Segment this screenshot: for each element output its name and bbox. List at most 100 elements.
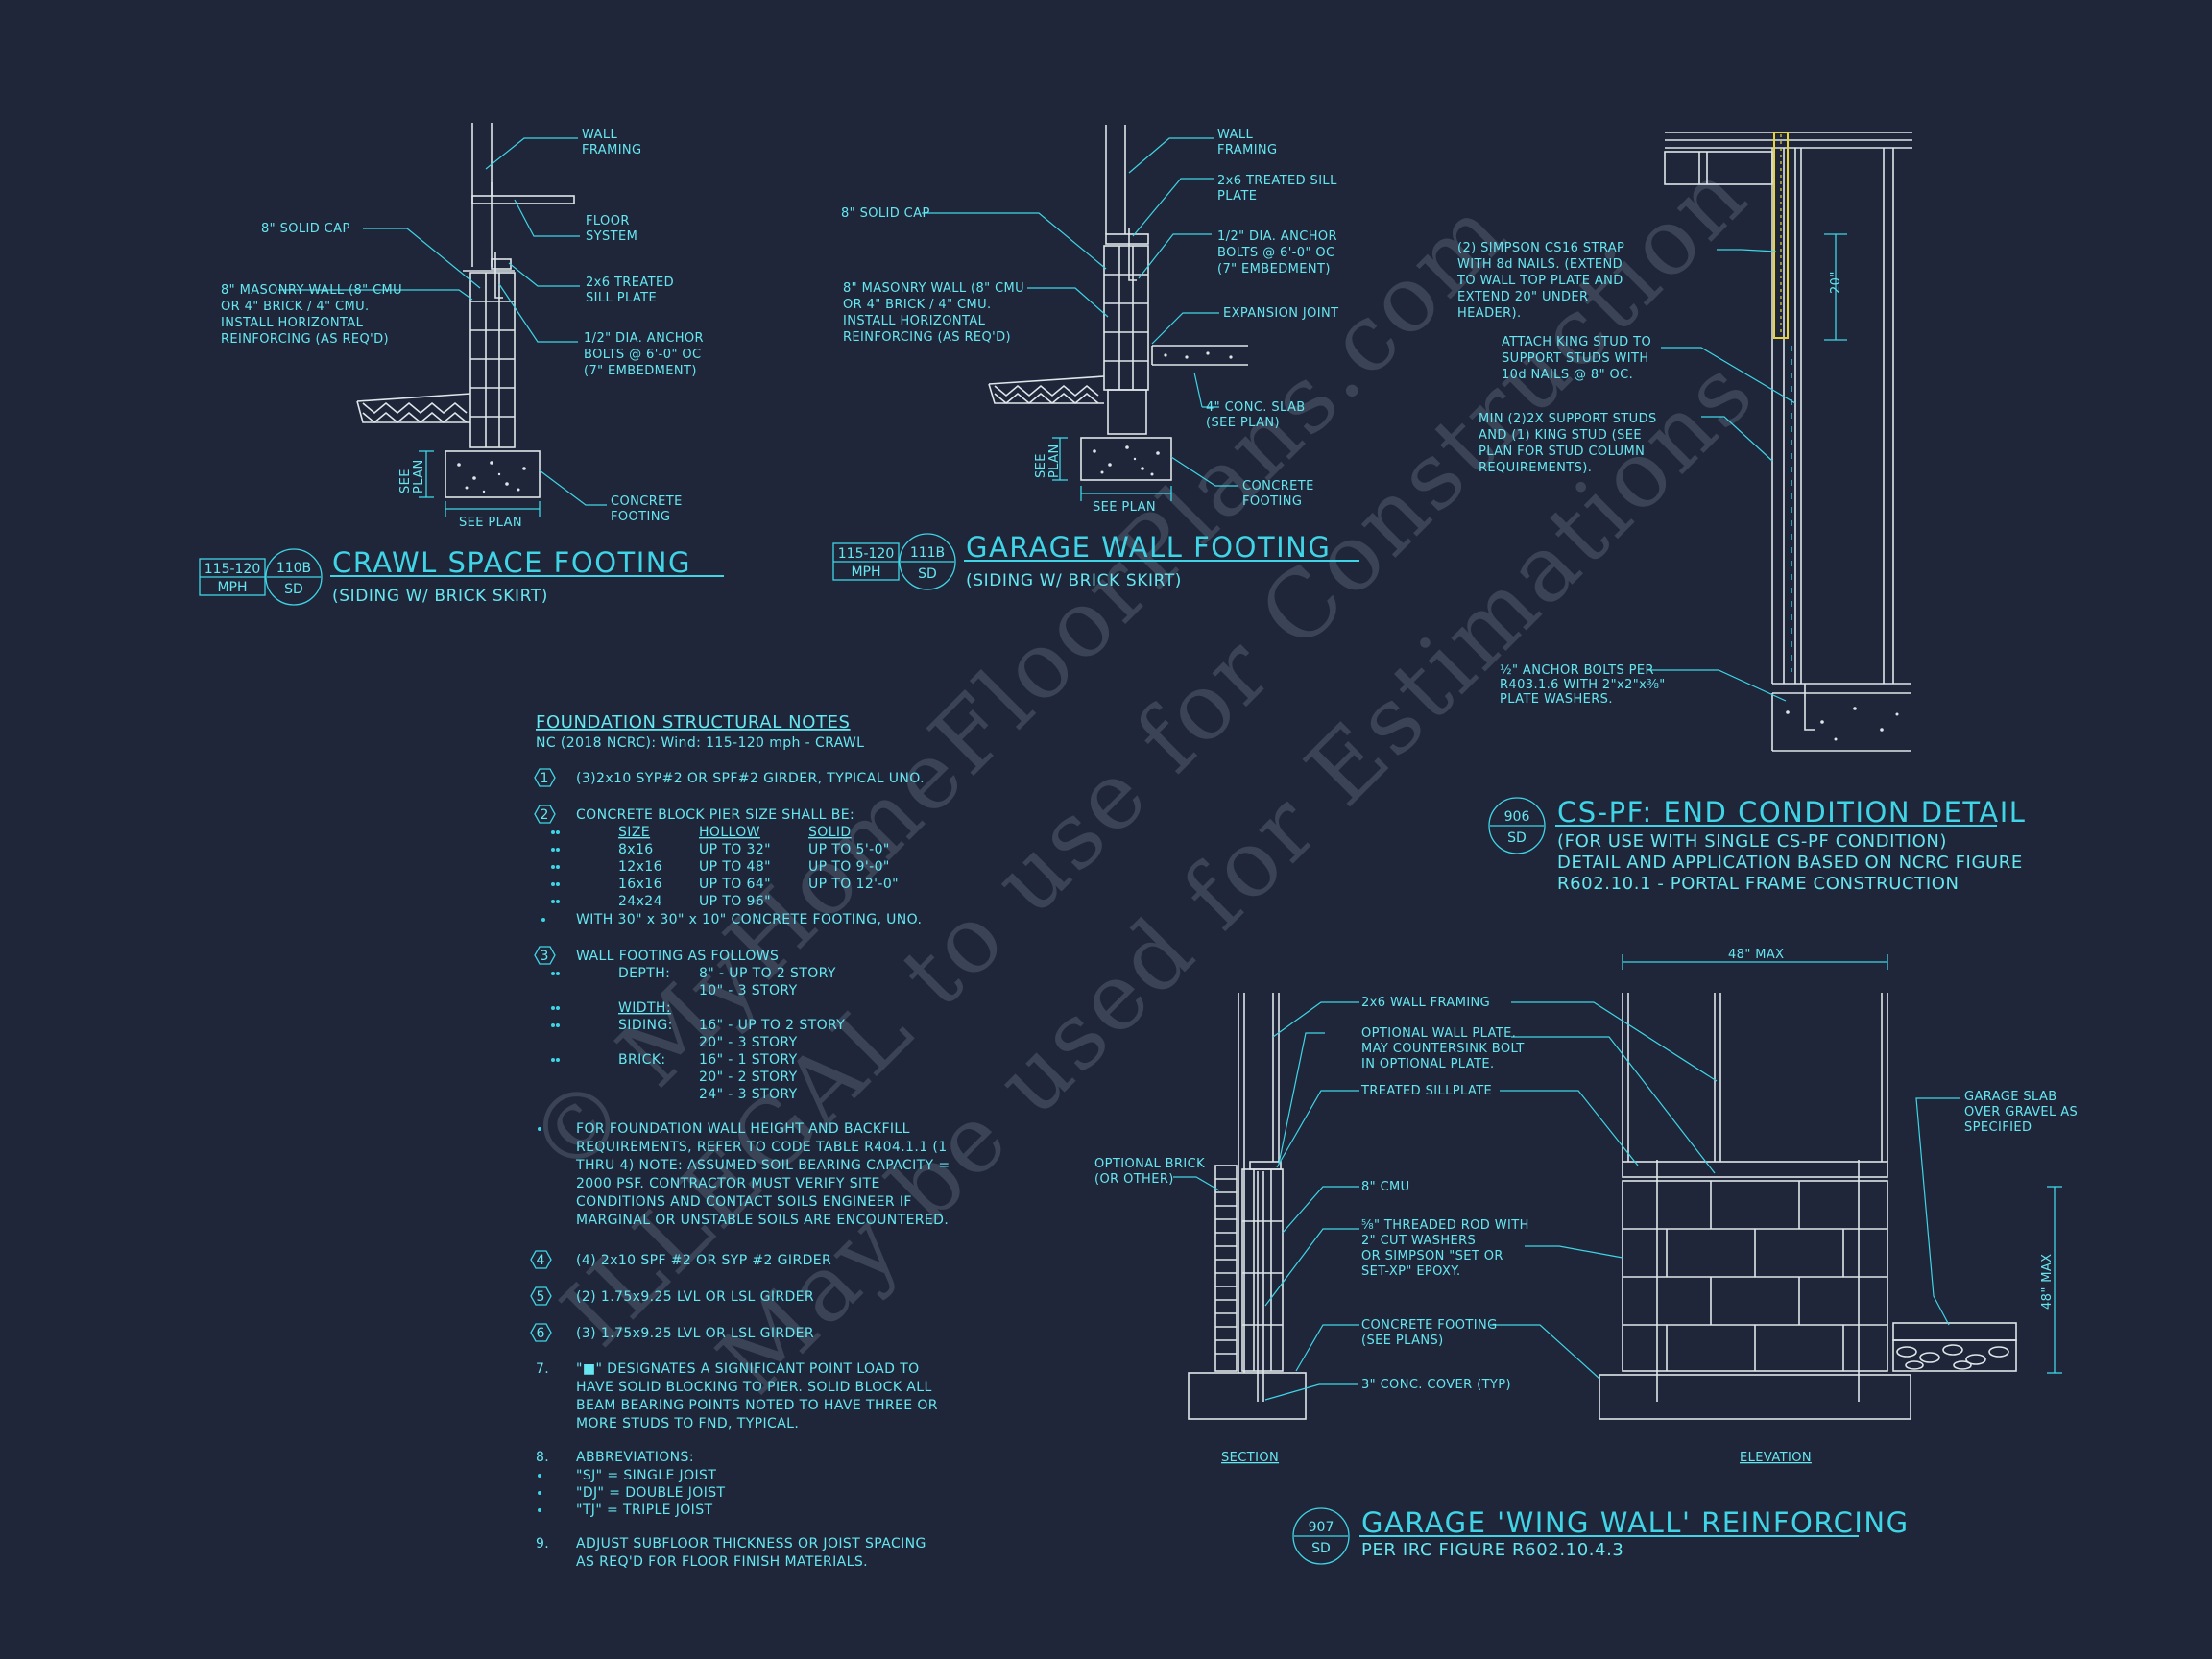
garage-expansion-joint-callout: EXPANSION JOINT	[1223, 306, 1339, 321]
wing-cmu-callout: 8" CMU	[1361, 1180, 1410, 1194]
garage-wind-top: 115-120	[838, 546, 895, 562]
crawl-treated-plate-callout: 2x6 TREATED	[586, 276, 674, 290]
pier-row-4-size: 24x24	[618, 894, 662, 909]
note-number-7: 7.	[536, 1361, 549, 1377]
garage-see-plan-label: SEE PLAN	[1093, 500, 1156, 515]
crawl-anchor-bolts-callout-2: BOLTS @ 6'-0" OC	[584, 348, 701, 362]
garage-see-plan-vertical: SEE	[1034, 453, 1048, 478]
end-detail-subtitle-2: DETAIL AND APPLICATION BASED ON NCRC FIG…	[1557, 853, 2023, 873]
wing-sillplate-callout: TREATED SILLPLATE	[1360, 1084, 1492, 1098]
end-strap-callout-3: TO WALL TOP PLATE AND	[1456, 274, 1623, 288]
soil-note-1: FOR FOUNDATION WALL HEIGHT AND BACKFILL	[576, 1121, 910, 1137]
wing-detail-title: GARAGE 'WING WALL' REINFORCING	[1361, 1506, 1910, 1539]
crawl-floor-system-callout: FLOOR	[586, 214, 630, 228]
brick-2: 20" - 2 STORY	[699, 1070, 798, 1085]
wing-garage-slab-callout: GARAGE SLAB	[1964, 1090, 2057, 1104]
garage-treated-sill-callout-2: PLATE	[1217, 189, 1257, 204]
pier-row-1-solid: UP TO 5'-0"	[808, 842, 890, 857]
pier-footing-note: WITH 30" x 30" x 10" CONCRETE FOOTING, U…	[576, 912, 922, 927]
end-strap-callout-4: EXTEND 20" UNDER	[1457, 290, 1588, 304]
wing-detail-subtitle: PER IRC FIGURE R602.10.4.3	[1361, 1540, 1624, 1560]
garage-solid-cap-callout: 8" SOLID CAP	[841, 206, 930, 221]
garage-wall-framing-callout-2: FRAMING	[1217, 143, 1278, 157]
wing-optional-plate-callout-2: MAY COUNTERSINK BOLT	[1361, 1042, 1525, 1056]
end-detail-bubble	[1488, 797, 1546, 854]
depth-1: 8" - UP TO 2 STORY	[699, 966, 836, 981]
garage-treated-sill-callout: 2x6 TREATED SILL	[1217, 174, 1337, 188]
note-5: (2) 1.75x9.25 LVL OR LSL GIRDER	[576, 1289, 814, 1305]
crawl-detail-subtitle: (SIDING W/ BRICK SKIRT)	[332, 587, 548, 606]
abbr-dj: "DJ" = DOUBLE JOIST	[576, 1485, 726, 1501]
width-label: WIDTH:	[618, 1000, 671, 1016]
wing-rod-callout-3: OR SIMPSON "SET OR	[1361, 1249, 1503, 1263]
note-1: (3)2x10 SYP#2 OR SPF#2 GIRDER, TYPICAL U…	[576, 771, 925, 786]
wing-optional-brick-callout-2: (OR OTHER)	[1094, 1172, 1174, 1187]
end-strap-callout-2: WITH 8d NAILS. (EXTEND	[1457, 257, 1623, 272]
pier-header-hollow: HOLLOW	[699, 825, 760, 840]
garage-concrete-footing-callout-2: FOOTING	[1242, 494, 1302, 509]
note-number-3: 3	[541, 949, 549, 964]
wing-optional-brick-callout: OPTIONAL BRICK	[1094, 1157, 1205, 1171]
note-number-5: 5	[537, 1289, 545, 1305]
note-number-8: 8.	[536, 1450, 549, 1465]
wing-bubble-bottom: SD	[1311, 1541, 1331, 1556]
note-number-4: 4	[537, 1253, 545, 1268]
crawl-see-plan-label: SEE PLAN	[459, 516, 522, 530]
crawl-bubble-top: 110B	[276, 561, 311, 576]
note-4: (4) 2x10 SPF #2 OR SYP #2 GIRDER	[576, 1253, 831, 1268]
depth-label: DEPTH:	[618, 966, 670, 981]
end-anchor-callout-3: PLATE WASHERS.	[1500, 692, 1613, 707]
crawl-anchor-bolts-callout-3: (7" EMBEDMENT)	[584, 364, 697, 378]
garage-conc-slab-callout-2: (SEE PLAN)	[1206, 416, 1280, 430]
wing-detail-bubble	[1292, 1507, 1350, 1565]
pier-row-2-size: 12x16	[618, 859, 662, 875]
soil-note-2: REQUIREMENTS, REFER TO CODE TABLE R404.1…	[576, 1140, 948, 1155]
wing-optional-plate-callout-3: IN OPTIONAL PLATE.	[1361, 1057, 1495, 1071]
end-detail-title: CS-PF: END CONDITION DETAIL	[1557, 796, 2026, 829]
garage-conc-slab-callout: 4" CONC. SLAB	[1206, 400, 1306, 415]
pier-row-2-hollow: UP TO 48"	[699, 859, 771, 875]
crawl-wind-top: 115-120	[204, 562, 261, 577]
end-bubble-bottom: SD	[1507, 830, 1527, 846]
garage-see-plan-vertical-2: PLAN	[1047, 444, 1062, 478]
wing-garage-slab-callout-3: SPECIFIED	[1964, 1120, 2032, 1135]
garage-anchor-bolts-callout-3: (7" EMBEDMENT)	[1217, 262, 1331, 276]
pier-row-4-hollow: UP TO 96"	[699, 894, 771, 909]
note-2: CONCRETE BLOCK PIER SIZE SHALL BE:	[576, 807, 854, 823]
abbr-tj: "TJ" = TRIPLE JOIST	[576, 1503, 713, 1518]
end-anchor-callout: ½" ANCHOR BOLTS PER	[1500, 663, 1654, 678]
crawl-see-plan-vertical-2: PLAN	[412, 459, 426, 493]
note-7-1: "■" DESIGNATES A SIGNIFICANT POINT LOAD …	[576, 1361, 920, 1377]
garage-wind-bottom: MPH	[851, 565, 880, 580]
note-number-1: 1	[541, 771, 549, 786]
crawl-space-footing-detail: SEE PLAN SEE PLAN WALL FRAMING 8" SOLID …	[199, 123, 724, 606]
end-anchor-callout-2: R403.1.6 WITH 2"x2"x⅜"	[1500, 678, 1666, 692]
crawl-detail-bubble	[265, 548, 323, 606]
pier-header-size: SIZE	[618, 825, 650, 840]
wing-section-label: SECTION	[1221, 1451, 1279, 1465]
wing-rod-callout-2: 2" CUT WASHERS	[1361, 1234, 1476, 1248]
note-number-2: 2	[541, 807, 549, 823]
end-king-stud-callout-3: 10d NAILS @ 8" OC.	[1502, 368, 1633, 382]
garage-masonry-wall-callout-4: REINFORCING (AS REQ'D)	[843, 330, 1011, 345]
pier-row-3-size: 16x16	[618, 877, 662, 892]
brick-1: 16" - 1 STORY	[699, 1052, 798, 1068]
crawl-floor-system-callout-2: SYSTEM	[586, 229, 637, 244]
crawl-solid-cap-callout: 8" SOLID CAP	[261, 222, 350, 236]
crawl-treated-plate-callout-2: SILL PLATE	[586, 291, 657, 305]
notes-title: FOUNDATION STRUCTURAL NOTES	[536, 712, 851, 733]
crawl-masonry-wall-callout-4: REINFORCING (AS REQ'D)	[221, 332, 389, 347]
brick-3: 24" - 3 STORY	[699, 1087, 798, 1102]
end-bubble-top: 906	[1504, 809, 1530, 825]
end-support-studs-callout-3: PLAN FOR STUD COLUMN	[1479, 445, 1645, 459]
garage-masonry-wall-callout-3: INSTALL HORIZONTAL	[843, 314, 986, 328]
wing-rod-callout-4: SET-XP" EPOXY.	[1361, 1264, 1461, 1279]
cs-pf-end-condition-detail: 20" (2) SIMPSON CS16 STRAP WITH 8d NAILS…	[1456, 132, 2026, 894]
wing-footing-callout-2: (SEE PLANS)	[1361, 1334, 1444, 1348]
soil-note-4: 2000 PSF. CONTRACTOR MUST VERIFY SITE	[576, 1176, 880, 1191]
pier-row-3-solid: UP TO 12'-0"	[808, 877, 899, 892]
crawl-masonry-wall-callout-3: INSTALL HORIZONTAL	[221, 316, 364, 330]
crawl-masonry-wall-callout-2: OR 4" BRICK / 4" CMU.	[221, 300, 370, 314]
wing-garage-slab-callout-2: OVER GRAVEL AS	[1964, 1105, 2078, 1119]
end-detail-subtitle-1: (FOR USE WITH SINGLE CS-PF CONDITION)	[1557, 831, 1947, 852]
